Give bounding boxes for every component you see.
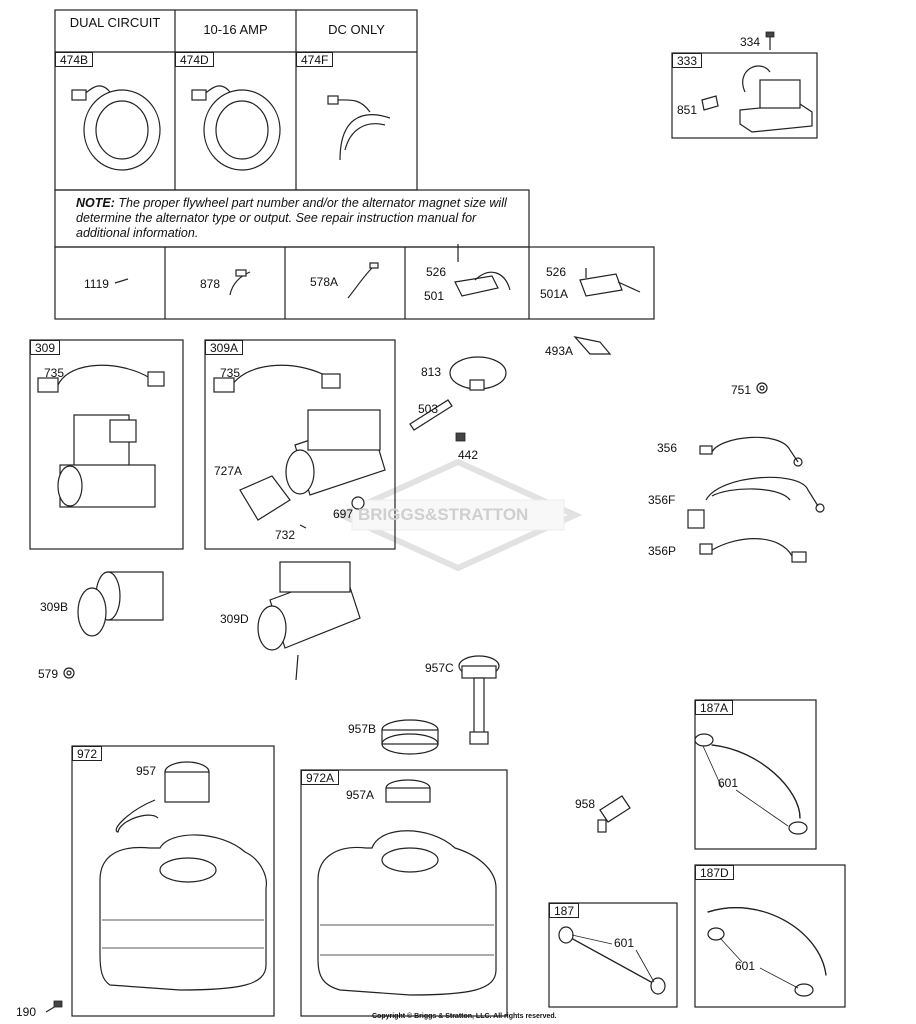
fuel-line-187a-drawing <box>694 733 808 835</box>
screw-190-drawing <box>45 1000 63 1013</box>
fuel-tank-972-drawing <box>99 761 267 991</box>
part-label-957c: 957C <box>425 661 454 675</box>
part-label-578a: 578A <box>310 275 339 289</box>
starter-motor-309d-drawing <box>257 561 361 681</box>
part-label-356: 356 <box>657 441 678 455</box>
part-label-751: 751 <box>731 383 752 397</box>
alternator-474b-drawing <box>71 85 161 171</box>
box-tag-187d: 187D <box>695 865 734 880</box>
box-tag-972: 972 <box>72 746 103 761</box>
part-label-579: 579 <box>38 667 59 681</box>
note-body: The proper flywheel part number and/or t… <box>76 196 507 240</box>
connector-878-drawing <box>229 269 251 296</box>
fuel-line-187-drawing <box>558 926 666 995</box>
part-label-442: 442 <box>458 448 479 462</box>
wire-harness-356f-drawing <box>687 476 825 529</box>
washer-751-drawing <box>756 382 768 394</box>
part-label-732: 732 <box>275 528 296 542</box>
wire-harness-356-drawing <box>699 436 803 467</box>
part-label-878: 878 <box>200 277 221 291</box>
fuel-valve-958-drawing <box>597 795 631 833</box>
bracket-493a-drawing <box>573 336 612 355</box>
note-text: NOTE: The proper flywheel part number an… <box>76 196 521 241</box>
fuel-cap-957b-drawing <box>381 719 439 755</box>
module-501-drawing <box>454 244 511 297</box>
part-label-309b: 309B <box>40 600 69 614</box>
part-label-501a: 501A <box>540 287 569 301</box>
part-label-957: 957 <box>136 764 157 778</box>
watermark-text: BRIGGS&STRATTON <box>358 505 529 524</box>
washer-579-drawing <box>63 667 75 679</box>
part-label-851: 851 <box>677 103 698 117</box>
starter-motor-309a-drawing <box>213 364 386 529</box>
part-label-501: 501 <box>424 289 445 303</box>
part-label-697: 697 <box>333 507 354 521</box>
part-label-601-187a: 601 <box>718 776 739 790</box>
fuel-cap-957c-drawing <box>458 655 500 745</box>
box-tag-309: 309 <box>30 340 61 355</box>
briggs-stratton-watermark-logo <box>333 458 583 572</box>
starter-motor-309-drawing <box>37 364 165 508</box>
part-label-190: 190 <box>16 1005 37 1019</box>
part-label-735-309a: 735 <box>220 366 241 380</box>
part-label-493a: 493A <box>545 344 574 358</box>
box-tag-474f: 474F <box>296 52 334 67</box>
part-label-958: 958 <box>575 797 596 811</box>
part-label-334: 334 <box>740 35 761 49</box>
part-label-957b: 957B <box>348 722 377 736</box>
part-label-735-309: 735 <box>44 366 65 380</box>
header-dc-only: DC ONLY <box>328 22 385 37</box>
header-10-16-amp: 10-16 AMP <box>203 22 268 37</box>
part-label-356p: 356P <box>648 544 677 558</box>
copyright-notice: Copyright © Briggs & Stratton, LLC. All … <box>372 1013 557 1020</box>
alternator-table-grid <box>54 9 655 320</box>
part-label-957a: 957A <box>346 788 375 802</box>
starter-motor-309b-drawing <box>77 571 164 637</box>
wire-harness-356p-drawing <box>699 538 807 563</box>
screw-442-drawing <box>455 432 466 442</box>
hose-clamp-813-drawing <box>449 356 507 391</box>
box-tag-333: 333 <box>672 53 703 68</box>
alternator-474d-drawing <box>191 85 281 171</box>
wire-578a-drawing <box>347 262 379 299</box>
part-label-727a: 727A <box>214 464 243 478</box>
header-dual-circuit: DUAL CIRCUIT <box>69 15 161 30</box>
fuel-tank-972a-drawing <box>317 779 497 996</box>
box-tag-187: 187 <box>549 903 580 918</box>
part-label-526-left: 526 <box>426 265 447 279</box>
screw-1119-drawing <box>114 278 129 284</box>
part-label-601-187: 601 <box>614 936 635 950</box>
ignition-coil-drawing <box>701 65 813 133</box>
alternator-474f-drawing <box>327 95 391 161</box>
part-label-1119: 1119 <box>84 277 109 291</box>
box-tag-972a: 972A <box>301 770 340 785</box>
part-label-813: 813 <box>421 365 442 379</box>
note-prefix: NOTE: <box>76 196 115 210</box>
part-label-356f: 356F <box>648 493 676 507</box>
strap-503-drawing <box>409 399 453 431</box>
box-tag-474d: 474D <box>175 52 214 67</box>
box-tag-309a: 309A <box>205 340 244 355</box>
part-label-601-187d: 601 <box>735 959 756 973</box>
box-tag-187a: 187A <box>695 700 734 715</box>
part-label-526-right: 526 <box>546 265 567 279</box>
screw-334-drawing <box>765 31 775 50</box>
box-tag-474b: 474B <box>55 52 94 67</box>
part-label-503: 503 <box>418 402 439 416</box>
module-501a-drawing <box>579 268 641 297</box>
part-label-309d: 309D <box>220 612 249 626</box>
fuel-line-187d-drawing <box>707 907 827 997</box>
